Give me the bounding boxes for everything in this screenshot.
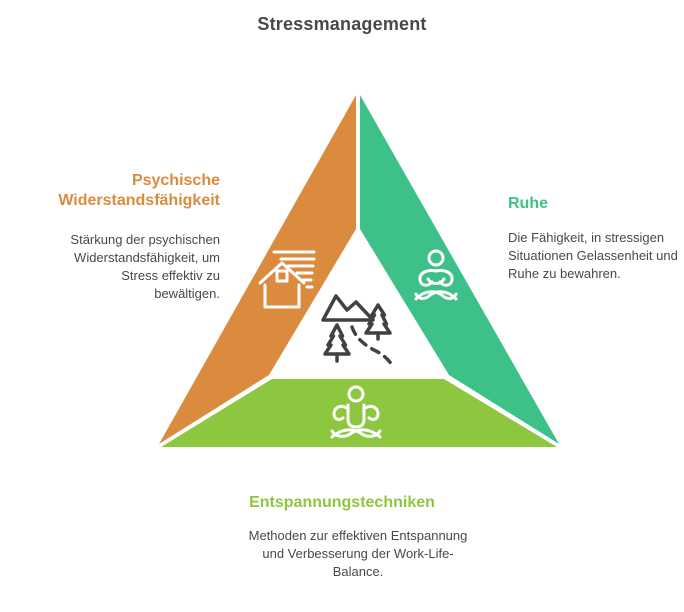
triangle-band-entspannungstechniken [161, 379, 557, 447]
section-body-psychische-widerstandsfaehigkeit: Stärkung der psychischen Widerstandsfähi… [70, 232, 220, 301]
section-heading-psychische-widerstandsfaehigkeit: Psychische Widerstandsfähigkeit [58, 172, 220, 209]
lotus-pose-icon [330, 385, 382, 439]
section-body-entspannungstechniken: Methoden zur effektiven Entspannung und … [248, 528, 468, 579]
seated-meditation-icon [414, 249, 458, 301]
triangle-band-psychische-widerstandsfaehigkeit [159, 95, 356, 444]
section-heading-entspannungstechniken: Entspannungstechniken [249, 494, 435, 511]
page-title: Stressmanagement [257, 14, 427, 34]
section-heading-ruhe: Ruhe [508, 195, 548, 212]
house-wind-icon [258, 250, 316, 309]
mountains-trees-trail-icon [321, 294, 395, 369]
section-body-ruhe: Die Fähigkeit, in stressigen Situationen… [508, 230, 678, 281]
triangle-band-ruhe [360, 95, 559, 444]
